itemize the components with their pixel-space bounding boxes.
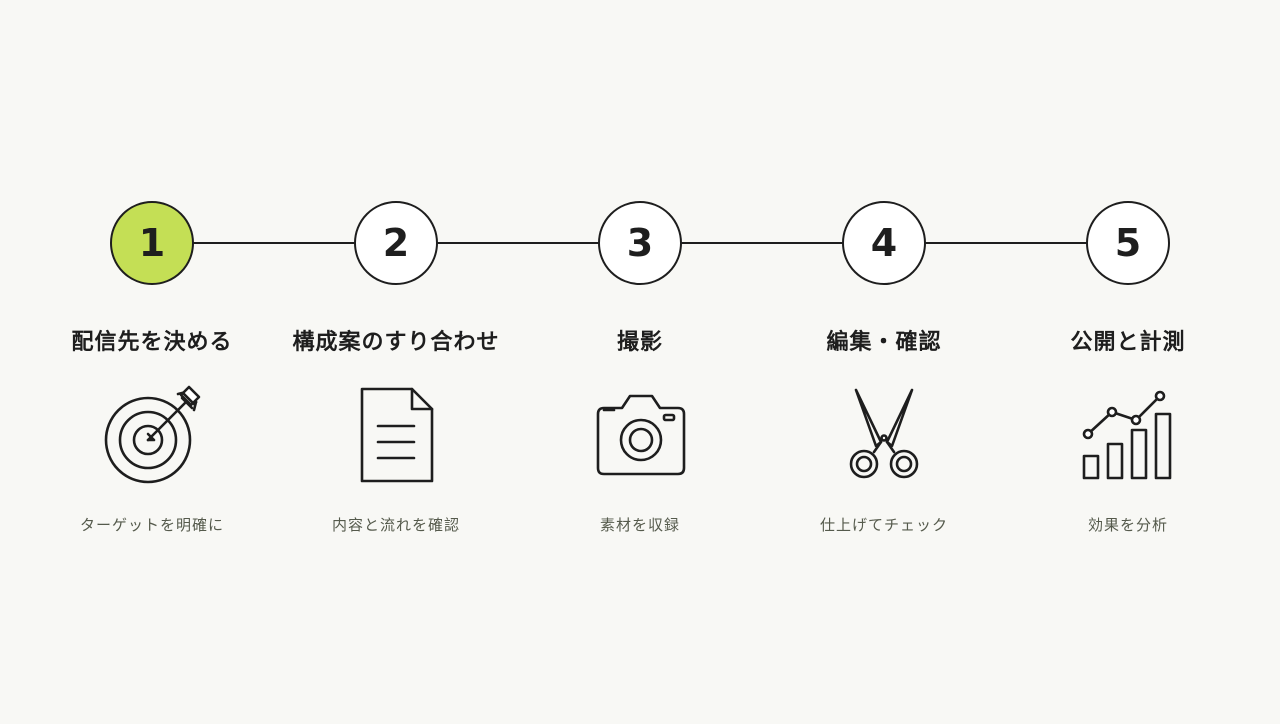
step-title: 公開と計測 [1070,330,1186,355]
step-number-circle: 4 [842,201,926,285]
step-description: ターゲットを明確に [79,516,224,534]
step-description: 効果を分析 [1087,516,1168,534]
target-arrow-icon [102,384,202,484]
connector-line [437,242,599,244]
step-number-circle: 1 [110,201,194,285]
step-5: 5 公開と計測 効果を分析 [1008,0,1248,724]
step-1: 1 配信先を決める ターゲットを明確に [32,0,272,724]
step-3: 3 撮影 素材を収録 [520,0,760,724]
step-2: 2 構成案のすり合わせ 内容と流れを確認 [276,0,516,724]
step-description: 仕上げてチェック [819,516,948,534]
connector-line [925,242,1087,244]
step-title: 配信先を決める [71,330,233,355]
step-number-circle: 2 [354,201,438,285]
analytics-chart-icon [1078,384,1178,484]
connector-line [193,242,355,244]
scissors-icon [834,384,934,484]
step-description: 内容と流れを確認 [331,516,460,534]
document-icon [346,384,446,484]
step-title: 構成案のすり合わせ [292,330,500,355]
step-title: 編集・確認 [826,330,942,355]
step-title: 撮影 [616,330,663,355]
connector-line [681,242,843,244]
step-number-circle: 5 [1086,201,1170,285]
step-description: 素材を収録 [599,516,680,534]
camera-icon [590,384,690,484]
step-number-circle: 3 [598,201,682,285]
step-4: 4 編集・確認 仕上げてチェック [764,0,1004,724]
